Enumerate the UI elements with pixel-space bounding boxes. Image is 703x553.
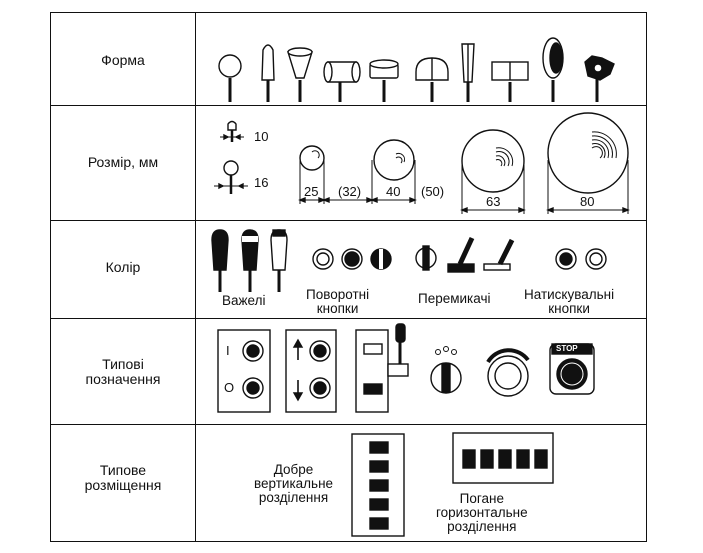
caption-push: Натискувальні кнопки — [524, 287, 615, 316]
dim-32: (32) — [338, 184, 362, 199]
caption-bad-separation: Погане горизонтальне розділення — [436, 491, 528, 534]
rotary-knob-pointer-icon — [370, 248, 392, 270]
row-divider-4 — [50, 424, 647, 425]
dim-50: (50) — [421, 184, 445, 199]
rotary-knob-white-icon — [312, 248, 334, 270]
lever-white-icon — [270, 229, 288, 292]
mark-off: O — [224, 380, 235, 395]
rotary-knob-black-icon — [341, 248, 363, 270]
lever-black-icon — [211, 229, 229, 292]
size-40-icon — [370, 139, 417, 204]
toggle-switch-lever-icon — [447, 236, 475, 273]
cone-knob-icon — [287, 47, 313, 102]
cylinder-knob-icon — [323, 61, 361, 102]
handwheel-icon — [486, 348, 530, 397]
row-label-color: Колір — [105, 259, 141, 275]
size-63-icon — [460, 129, 526, 214]
lever-panel-icon — [355, 323, 409, 413]
row-divider-1 — [50, 105, 647, 106]
t-knob-icon — [491, 61, 529, 102]
dim-80: 80 — [580, 194, 595, 209]
controls-table — [50, 12, 647, 542]
row-label-placement: Типове розміщення — [84, 462, 162, 493]
grip-handle-icon — [261, 44, 275, 102]
row-label-size: Розмір, мм — [87, 154, 159, 170]
stop-button-icon — [549, 343, 595, 395]
prism-handle-icon — [461, 43, 475, 102]
disc-knob-icon — [369, 59, 399, 102]
size-80-icon — [546, 112, 630, 214]
row-label-shape: Форма — [101, 52, 145, 68]
half-dome-knob-icon — [415, 57, 449, 102]
selector-knob-icon — [430, 346, 462, 394]
column-divider — [195, 12, 196, 542]
dim-63: 63 — [486, 194, 501, 209]
caption-good-separation: Добре вертикальне розділення — [254, 462, 334, 505]
size-10-icon — [220, 120, 244, 142]
on-off-panel-icon — [217, 329, 271, 413]
rimmed-wheel-icon — [542, 37, 564, 102]
dim-10: 10 — [254, 129, 269, 144]
dim-40: 40 — [386, 184, 401, 199]
lever-dark-icon — [241, 229, 259, 292]
toggle-switch-round-icon — [415, 245, 437, 271]
toggle-switch-tilt-icon — [483, 238, 515, 271]
size-25-icon — [298, 145, 374, 204]
row-divider-3 — [50, 318, 647, 319]
caption-switches: Перемикачі — [418, 291, 491, 306]
stop-label: STOP — [556, 344, 578, 353]
caption-levers: Важелі — [222, 293, 266, 308]
dim-25: 25 — [304, 184, 319, 199]
ball-knob-icon — [218, 54, 242, 102]
dim-16: 16 — [254, 175, 269, 190]
vertical-separation-panel-icon — [351, 433, 405, 537]
star-knob-icon — [584, 55, 615, 102]
mark-on: I — [226, 343, 230, 358]
size-16-icon — [214, 160, 248, 194]
row-divider-2 — [50, 220, 647, 221]
push-button-white-icon — [585, 248, 607, 270]
up-down-panel-icon — [285, 329, 337, 413]
caption-rotary: Поворотні кнопки — [306, 287, 370, 316]
push-button-black-icon — [555, 248, 577, 270]
horizontal-separation-panel-icon — [452, 432, 554, 484]
row-label-designation: Типові позначення — [85, 356, 161, 387]
